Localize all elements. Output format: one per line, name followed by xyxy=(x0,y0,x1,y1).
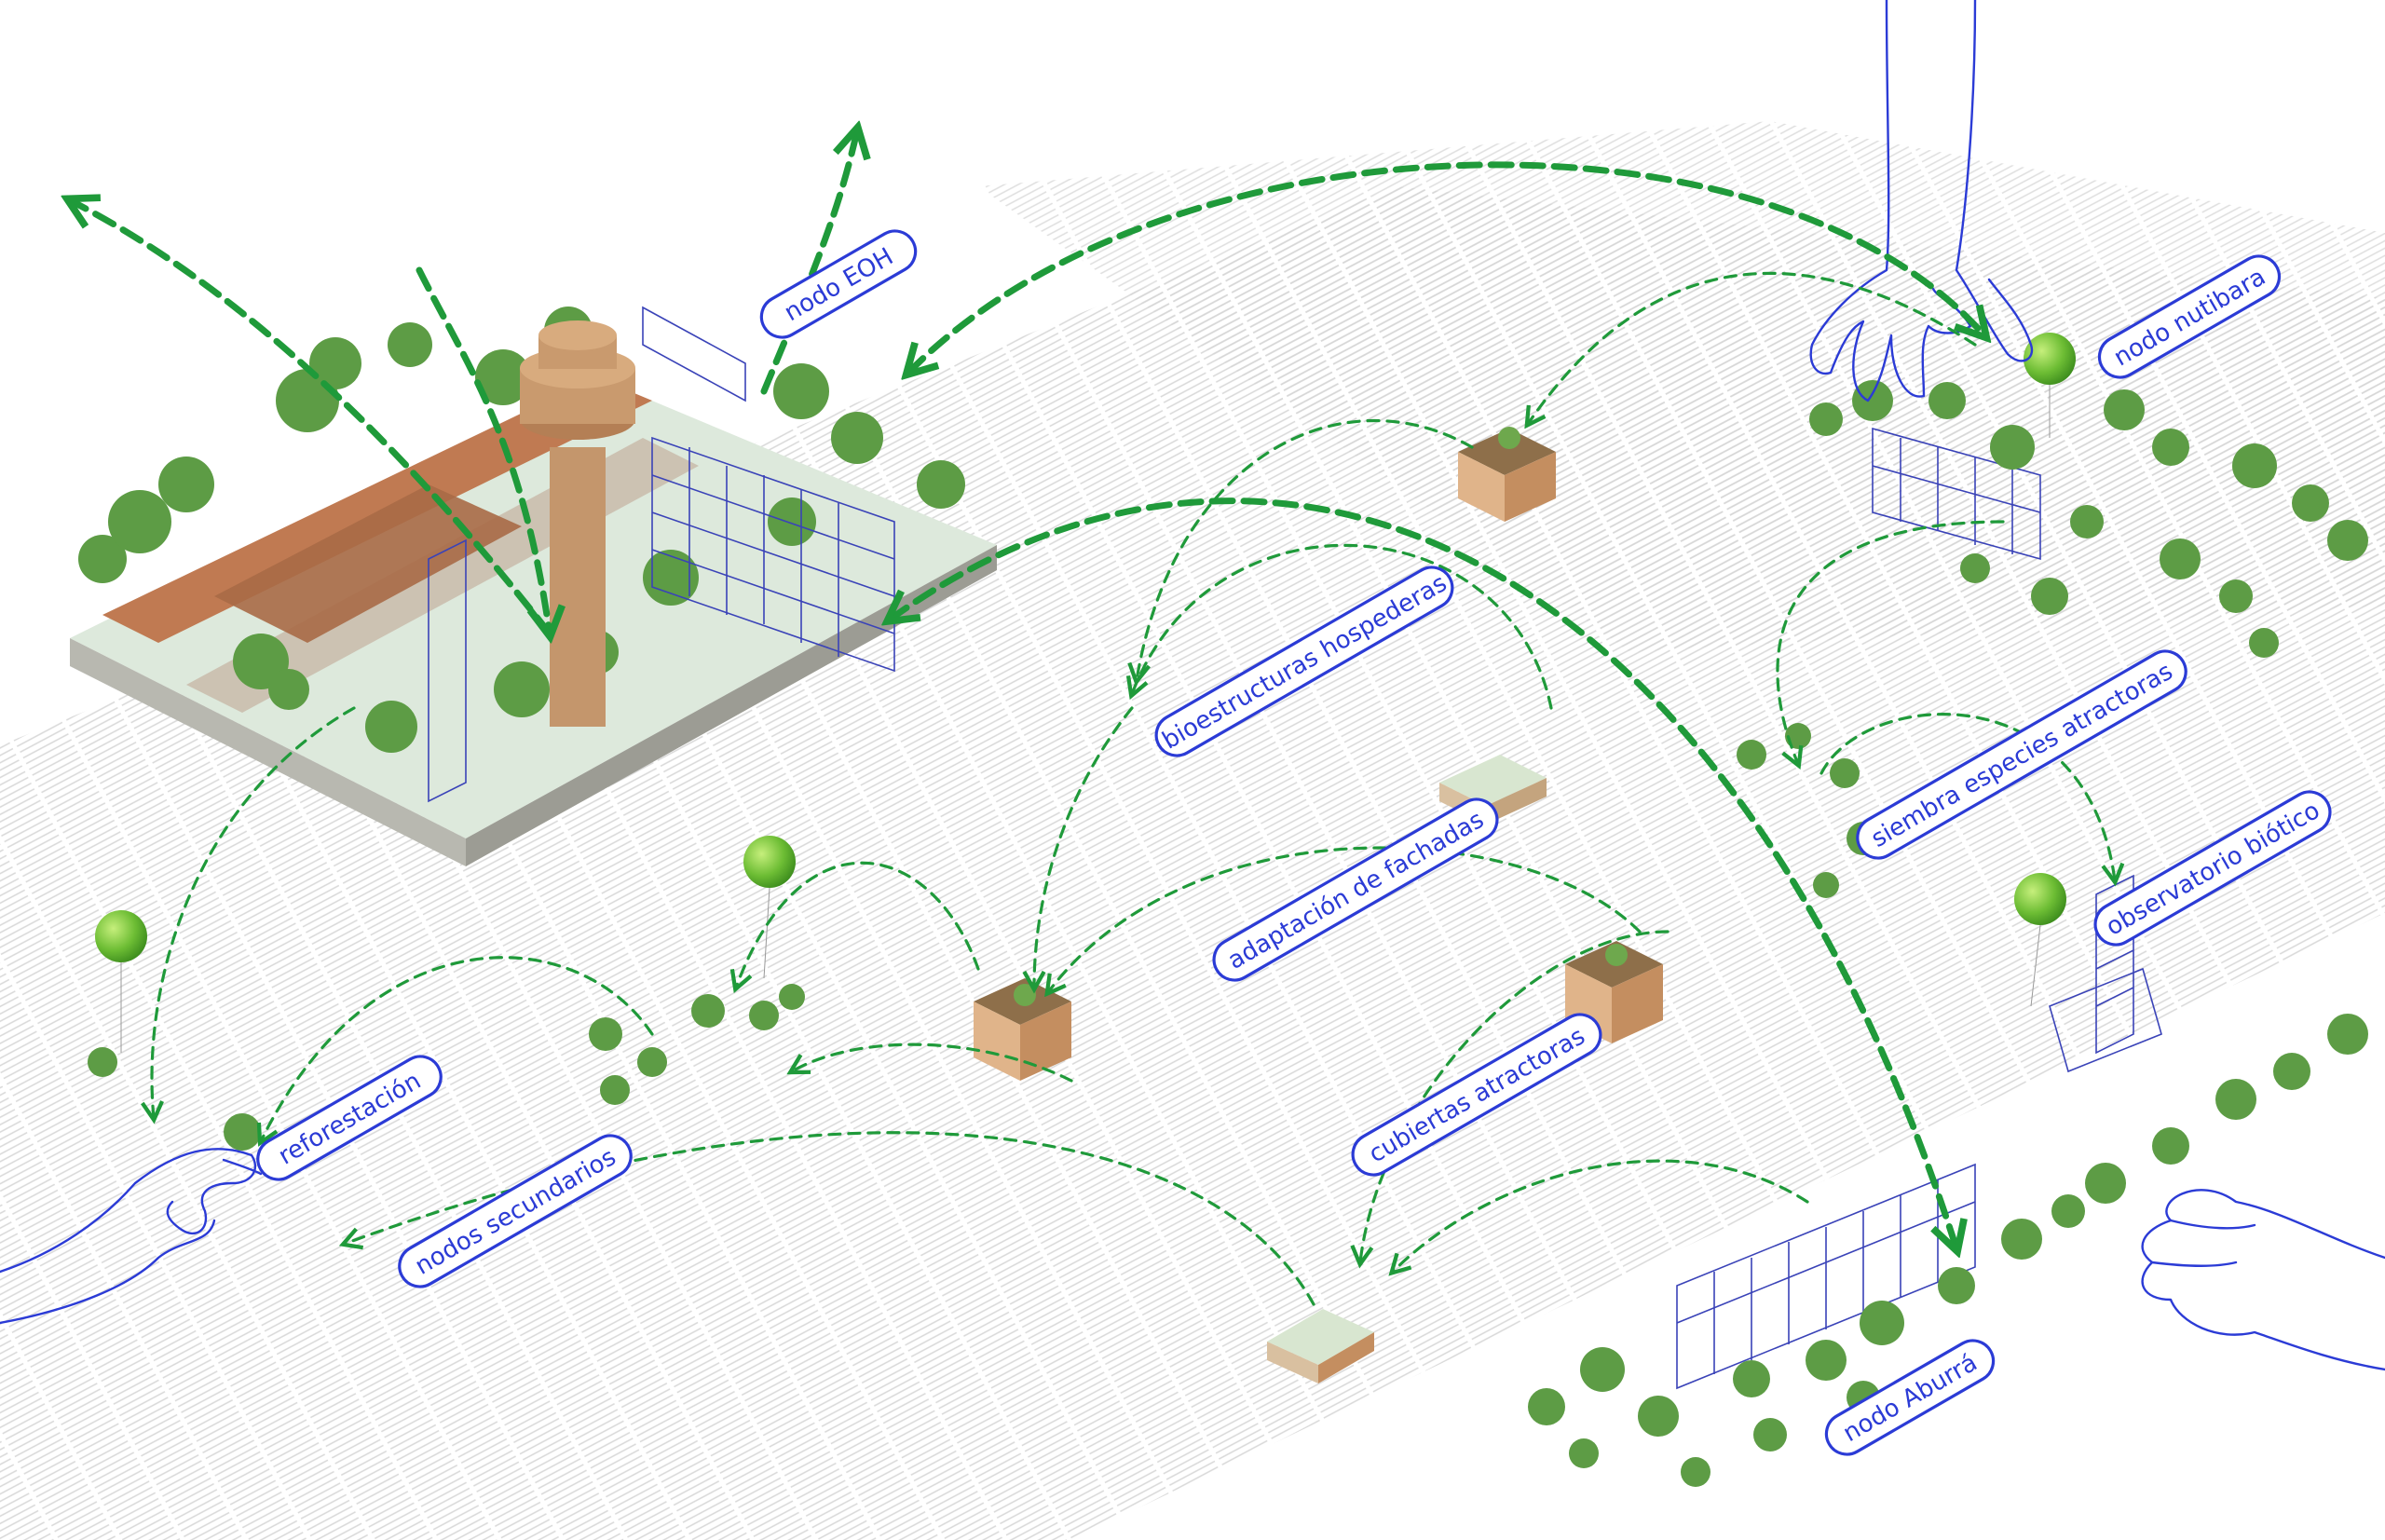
nodo-eoh-block xyxy=(70,306,997,866)
eoh-scaffold xyxy=(428,306,895,803)
nodo-aburra-cluster xyxy=(1528,1014,2368,1487)
hand-icon-left xyxy=(0,1148,263,1325)
module-bottom xyxy=(1267,1309,1374,1383)
balloon-icon xyxy=(743,836,796,979)
module-bioestructuras xyxy=(1458,427,1556,522)
balloon-icon xyxy=(2014,873,2066,1007)
balloon-icon xyxy=(95,910,147,1053)
tree-cluster-nodos-secundarios xyxy=(589,984,805,1105)
balloon-icon xyxy=(2024,333,2076,438)
eoh-tower xyxy=(520,320,635,727)
connection-arrows xyxy=(70,130,2115,1306)
eoh-trees xyxy=(78,307,965,753)
nodo-nutibara-cluster xyxy=(1809,380,2368,658)
hand-icon-right xyxy=(2141,1189,2385,1371)
label-nodo-aburra: nodo Aburrá xyxy=(1824,1339,1996,1456)
label-nodo-eoh: nodo EOH xyxy=(759,229,918,339)
